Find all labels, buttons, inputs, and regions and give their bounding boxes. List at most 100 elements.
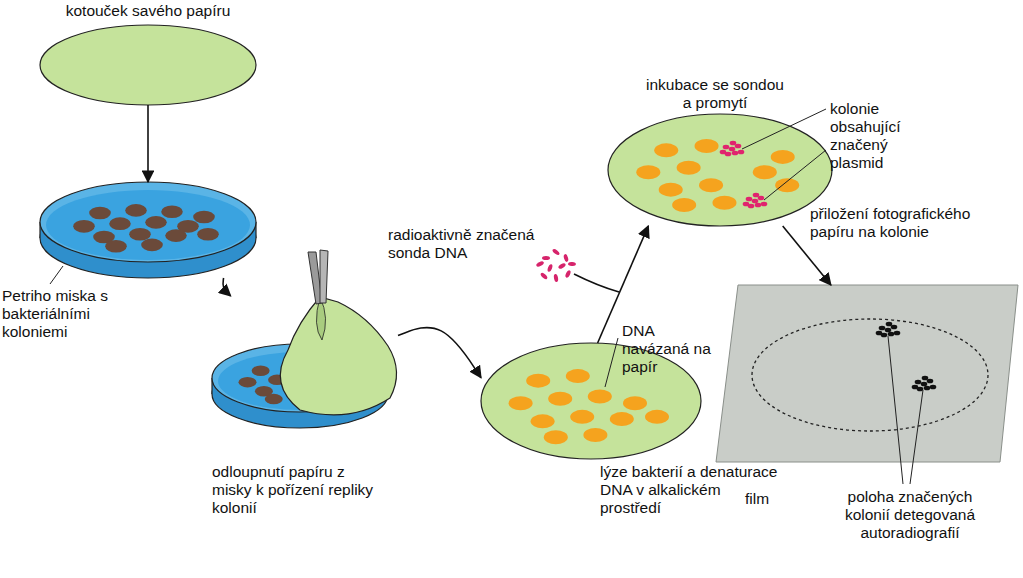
colony bbox=[645, 410, 669, 424]
film-spots bbox=[876, 322, 937, 392]
colony bbox=[239, 377, 257, 388]
process-arrow bbox=[147, 105, 149, 182]
leader-line bbox=[910, 390, 923, 484]
colony bbox=[771, 150, 795, 164]
film-spot bbox=[876, 331, 883, 336]
labelled-colony bbox=[730, 141, 737, 146]
petri-dish bbox=[40, 182, 256, 278]
labelled-colony bbox=[723, 145, 730, 150]
probe-fragment bbox=[564, 270, 571, 279]
dna-spots bbox=[636, 139, 799, 212]
paper-disc bbox=[481, 343, 701, 459]
peeled-paper bbox=[280, 297, 396, 415]
step-caption: kotouček savého papíru bbox=[38, 2, 258, 20]
probe-fragment bbox=[536, 260, 545, 267]
step-caption: DNA navázaná na papír bbox=[622, 322, 712, 376]
probe-label: radioaktivně značená sonda DNA bbox=[388, 226, 538, 262]
paper-disc-step: kotouček savého papíru bbox=[40, 25, 256, 105]
film-spot bbox=[894, 331, 901, 336]
step-note: kolonie obsahující značený plasmid bbox=[830, 100, 922, 172]
process-arrow bbox=[398, 328, 481, 378]
leader-line bbox=[742, 109, 826, 149]
colony bbox=[659, 183, 683, 197]
labelled-colony bbox=[753, 193, 760, 198]
labelled-colony bbox=[732, 151, 739, 156]
probe-fragment bbox=[547, 264, 554, 273]
labelled-colony bbox=[758, 196, 765, 201]
dna-spots bbox=[509, 369, 669, 444]
dish-rim bbox=[40, 182, 256, 262]
peel-step: odloupnutí papíru z misky k pořízení rep… bbox=[212, 296, 398, 428]
colony bbox=[109, 217, 131, 230]
colony bbox=[161, 205, 183, 218]
labelled-colony bbox=[761, 202, 768, 207]
colony bbox=[672, 198, 696, 212]
probe-fragment bbox=[540, 272, 549, 280]
film-spot bbox=[885, 328, 892, 333]
probe-fragment bbox=[568, 262, 576, 267]
colony bbox=[654, 143, 678, 157]
labelled-colony bbox=[738, 150, 745, 155]
colony bbox=[699, 178, 723, 192]
colony bbox=[695, 139, 719, 153]
colony bbox=[73, 220, 95, 233]
film-spot bbox=[879, 326, 886, 331]
colony bbox=[129, 228, 151, 241]
colony bbox=[636, 165, 660, 179]
petri-dish-step: Petriho miska s bakteriálními koloniemi bbox=[40, 182, 256, 278]
colony bbox=[677, 161, 701, 175]
labelled-colony bbox=[746, 197, 753, 202]
colony bbox=[165, 229, 187, 242]
colony bbox=[753, 165, 777, 179]
colony bbox=[548, 392, 572, 406]
labelled-colony bbox=[729, 147, 736, 152]
film-step: filmpoloha značených kolonií detegovaná … bbox=[715, 285, 1020, 463]
probe-fragment bbox=[563, 254, 569, 263]
probe-fragment bbox=[542, 256, 550, 260]
film-spot bbox=[927, 379, 934, 384]
lysis-step: DNA navázaná na papírlýze bakterií a den… bbox=[481, 343, 701, 459]
step-note: přiložení fotografického papíru na kolon… bbox=[810, 205, 1015, 241]
step-note: poloha značených kolonií detegovaná auto… bbox=[830, 488, 990, 542]
colony bbox=[583, 428, 607, 442]
colony bbox=[588, 389, 612, 403]
leader-line bbox=[888, 336, 903, 484]
labelled-colony bbox=[743, 202, 750, 207]
forceps bbox=[320, 250, 328, 303]
step-note: inkubace se sondou a promytí bbox=[640, 76, 790, 112]
film-spot bbox=[922, 376, 929, 381]
dashed-outline bbox=[752, 319, 988, 431]
agar bbox=[46, 190, 250, 260]
film-spot bbox=[930, 385, 937, 390]
colony bbox=[566, 369, 590, 383]
colony bbox=[125, 204, 147, 217]
colony bbox=[610, 412, 634, 426]
hybridization-step: inkubace se sondou a promytíkolonie obsa… bbox=[608, 114, 832, 226]
colony bbox=[252, 366, 270, 377]
colony bbox=[544, 430, 568, 444]
film-sheet bbox=[716, 285, 1018, 462]
film-spot bbox=[924, 386, 931, 391]
probe-fragment bbox=[558, 262, 567, 270]
leader-line bbox=[605, 338, 618, 387]
colony bbox=[570, 410, 594, 424]
process-arrow bbox=[223, 278, 231, 296]
colony bbox=[141, 239, 163, 252]
labelled-colony bbox=[735, 144, 742, 149]
probe-dots bbox=[536, 248, 577, 282]
probe-fragment bbox=[553, 274, 558, 283]
colony bbox=[105, 240, 127, 253]
paper-disc bbox=[608, 114, 832, 226]
colony bbox=[712, 196, 736, 210]
colony bbox=[89, 207, 111, 220]
film-spot bbox=[912, 385, 919, 390]
colony bbox=[193, 211, 215, 224]
film-spot bbox=[888, 332, 895, 337]
step-caption: odloupnutí papíru z misky k pořízení rep… bbox=[212, 463, 377, 517]
colony bbox=[526, 374, 550, 388]
colony bbox=[623, 396, 647, 410]
colony bbox=[531, 414, 555, 428]
probe-line bbox=[574, 274, 619, 292]
step-caption: Petriho miska s bakteriálními koloniemi bbox=[2, 287, 114, 341]
